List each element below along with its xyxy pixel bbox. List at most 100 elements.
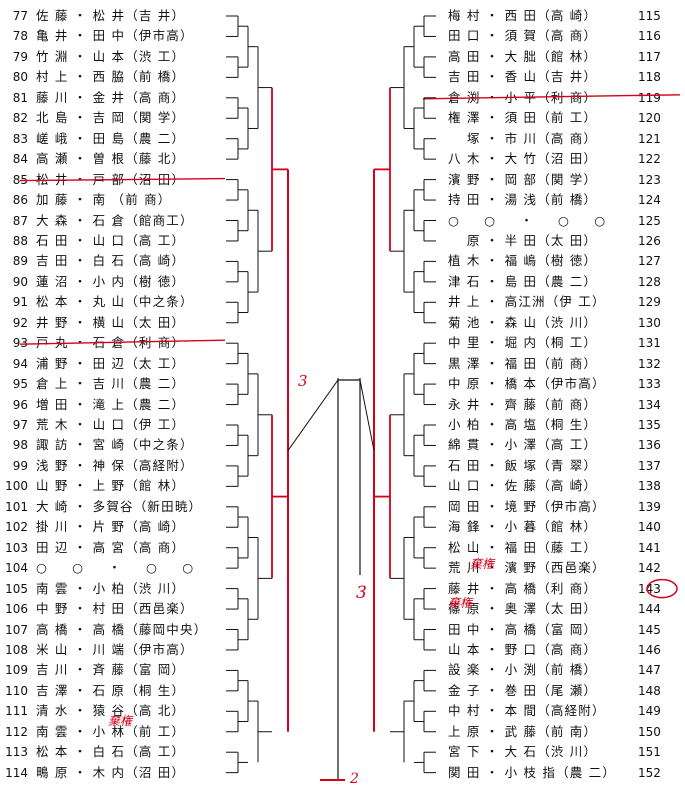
entry-number: 89 [12, 254, 28, 269]
entry-names: 蓮 沼 ・ 小 内（樹 徳） [36, 273, 186, 289]
final-score: 2 [350, 771, 359, 787]
entry-number: 112 [5, 724, 28, 739]
entry-number: 102 [5, 520, 28, 535]
entry-number: 131 [638, 336, 661, 351]
entry-names: 綿 貫 ・ 小 澤（高 工） [448, 437, 598, 453]
entry-number: 79 [12, 49, 28, 64]
entry-names: 中 原 ・ 橋 本（伊市高） [448, 376, 606, 392]
entry-number: 146 [638, 642, 661, 657]
entry-names: 田 辺 ・ 高 宮（高 商） [36, 539, 186, 555]
entry-number: 130 [638, 315, 661, 330]
entry-number: 103 [5, 540, 28, 555]
entry-number: 84 [12, 152, 28, 167]
entry-names: 権 澤 ・ 須 田（前 工） [448, 110, 598, 126]
entry-names: 持 田 ・ 湯 浅（前 橋） [448, 192, 598, 208]
bracket-join [287, 379, 339, 451]
entry-names: 高 瀬 ・ 曽 根（藤 北） [36, 151, 186, 167]
entry-number: 91 [12, 295, 28, 310]
entry-names: 吉 川 ・ 斉 藤（富 岡） [36, 662, 186, 678]
entry-names: 山 口 ・ 佐 藤（高 崎） [448, 478, 598, 494]
entry-names: 浦 野 ・ 田 辺（太 工） [36, 355, 186, 371]
entry-names: 石 田 ・ 飯 塚（青 翠） [448, 457, 598, 473]
entry-number: 77 [12, 9, 28, 23]
entry-number: 129 [638, 295, 661, 310]
entry-number: 128 [638, 274, 661, 289]
entry-number: 101 [5, 499, 28, 514]
entry-number: 142 [638, 561, 661, 576]
entry-names: 荒 木 ・ 山 口（伊 工） [36, 417, 186, 432]
entry-names: 中 村 ・ 本 間（高経附） [448, 703, 606, 719]
entry-names: 宮 下 ・ 大 石（渋 川） [448, 744, 598, 760]
entry-names: 中 里 ・ 堀 内（桐 工） [448, 335, 598, 351]
entry-number: 150 [638, 724, 661, 739]
entry-number: 114 [5, 765, 28, 780]
entry-names: 菊 池 ・ 森 山（渋 川） [448, 314, 598, 330]
entry-names: 亀 井 ・ 田 中（伊市高） [36, 28, 194, 44]
entry-names: 藤 井 ・ 高 橋（利 商） [448, 580, 598, 596]
entry-names: 鴫 原 ・ 木 内（沼 田） [36, 764, 186, 780]
entry-names: 海 鋒 ・ 小 暮（館 林） [448, 519, 598, 535]
semifinal-score-left: 3 [298, 372, 308, 390]
circle-mark [646, 578, 678, 599]
entry-names: 大 森 ・ 石 倉（館商工） [36, 212, 194, 228]
entry-number: 122 [638, 152, 661, 167]
entry-names: 小 柏 ・ 高 塩（桐 生） [448, 417, 598, 432]
entry-names: 北 島 ・ 吉 岡（関 学） [36, 110, 186, 126]
entry-names: 関 田 ・ 小 枝 指（農 二） [448, 764, 617, 780]
entry-names: 永 井 ・ 齊 藤（前 商） [448, 396, 598, 412]
entry-names: 山 野 ・ 上 野（館 林） [36, 478, 186, 494]
entry-number: 151 [638, 745, 661, 760]
entry-names: 大 崎 ・ 多賀谷（新田暁） [36, 498, 203, 514]
entry-number: 95 [12, 377, 28, 392]
entry-number: 94 [12, 356, 28, 371]
entry-number: 86 [12, 193, 28, 208]
entry-names: 八 木 ・ 大 竹（沼 田） [448, 151, 598, 167]
entry-names: 井 上 ・ 高江洲（伊 工） [448, 294, 606, 310]
entry-number: 120 [638, 111, 661, 126]
entry-names: 加 藤 ・ 南 （前 商） [36, 192, 172, 208]
entry-number: 92 [12, 315, 28, 330]
entry-number: 96 [12, 397, 28, 412]
entry-number: 140 [638, 520, 661, 535]
entry-names: 岡 田 ・ 境 野（伊市高） [448, 498, 606, 514]
entry-number: 100 [5, 479, 28, 494]
entry-names: 田 中 ・ 高 橋（富 岡） [448, 621, 598, 637]
entry-number: 93 [12, 336, 28, 351]
entry-number: 125 [638, 213, 661, 228]
entry-names: 井 野 ・ 横 山（太 田） [36, 314, 186, 330]
entry-number: 127 [638, 254, 661, 269]
entry-names: 松 本 ・ 丸 山（中之条） [36, 294, 194, 310]
entry-names: 植 木 ・ 福 嶋（樹 徳） [448, 253, 598, 269]
entry-number: 107 [5, 622, 28, 637]
entry-names: 浅 野 ・ 神 保（高経附） [36, 457, 194, 473]
entry-names: 清 水 ・ 猿 谷（高 北） [36, 703, 186, 719]
entry-number: 110 [5, 683, 28, 698]
entry-number: 143 [638, 581, 661, 596]
entry-names: 金 子 ・ 巻 田（尾 瀬） [448, 682, 598, 698]
entry-number: 113 [5, 745, 28, 760]
entry-names: 竹 淵 ・ 山 本（渋 工） [36, 48, 186, 64]
entry-names: 南 雲 ・ 小 林（前 工） [36, 723, 186, 739]
entry-names: 篠 原 ・ 奥 澤（太 田） [448, 601, 598, 617]
entry-number: 119 [638, 90, 661, 105]
entry-names: 石 田 ・ 山 口（高 工） [36, 232, 186, 248]
strike-line [19, 177, 226, 182]
entry-names: 米 山 ・ 川 端（伊市高） [36, 641, 194, 657]
entry-names: 吉 田 ・ 白 石（高 崎） [36, 253, 186, 269]
entry-names: 増 田 ・ 滝 上（農 二） [36, 396, 186, 412]
entry-names: 諏 訪 ・ 宮 崎（中之条） [36, 437, 194, 453]
entry-number: 106 [5, 602, 28, 617]
entry-names: ○ ○ ・ ○ ○ [448, 212, 607, 228]
entry-names: 南 雲 ・ 小 柏（渋 川） [36, 580, 186, 596]
entry-number: 123 [638, 172, 661, 187]
entry-number: 152 [638, 765, 661, 780]
strike-line [19, 339, 226, 345]
entry-number: 109 [5, 663, 28, 678]
strike-line [422, 94, 681, 100]
entry-names: ○ ○ ・ ○ ○ [36, 560, 195, 576]
entry-names: 倉 上 ・ 吉 川（農 二） [36, 376, 186, 392]
entry-number: 90 [12, 274, 28, 289]
forfeit-note-144: 棄権 [448, 596, 473, 610]
